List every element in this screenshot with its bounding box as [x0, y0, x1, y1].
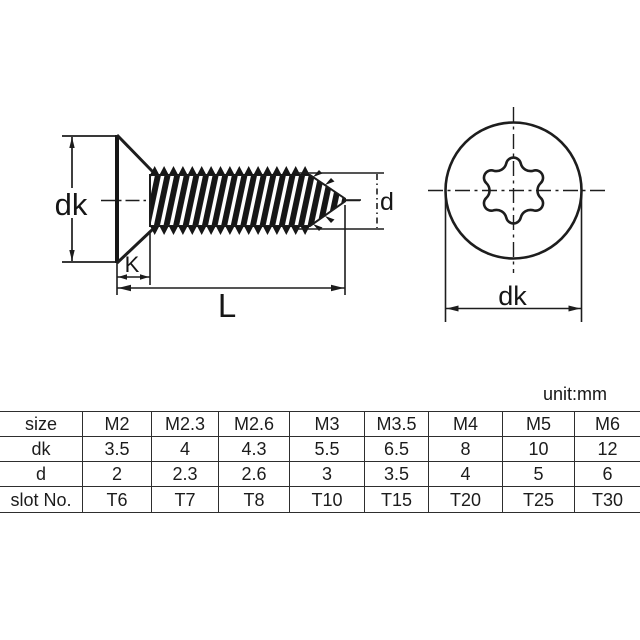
row-header-size: size [0, 412, 83, 437]
dk-cell: 3.5 [83, 437, 152, 462]
screw-technical-drawing: dk [54, 107, 605, 324]
size-cell: M2.6 [219, 412, 290, 437]
size-cell: M5 [503, 412, 575, 437]
slot-cell: T7 [152, 487, 219, 512]
label-d: d [380, 188, 394, 216]
dk-cell: 10 [503, 437, 575, 462]
size-cell: M2.3 [152, 412, 219, 437]
size-cell: M6 [575, 412, 640, 437]
threaded-shank [149, 166, 361, 235]
thread-crests-bottom [150, 226, 310, 235]
dk-cell: 6.5 [365, 437, 429, 462]
d-cell: 3.5 [365, 462, 429, 487]
dk-cell: 8 [429, 437, 503, 462]
slot-cell: T20 [429, 487, 503, 512]
dimension-K: K [116, 233, 151, 295]
slot-cell: T30 [591, 489, 624, 510]
label-K: K [125, 252, 140, 277]
size-cell: M2 [83, 412, 152, 437]
spec-table: size M2 M2.3 M2.6 M3 M3.5 M4 M5 M6 dk 3.… [0, 411, 640, 513]
torx-recess-outline [482, 156, 545, 225]
d-cell: 2 [83, 462, 152, 487]
dk-cell: 5.5 [290, 437, 365, 462]
dimension-dk-side: dk [54, 135, 117, 263]
d-cell: 3 [290, 462, 365, 487]
d-cell: 6 [575, 462, 640, 487]
size-cell: M3.5 [365, 412, 429, 437]
dimension-d: d [296, 172, 394, 230]
dk-cell: 12 [575, 437, 640, 462]
label-L: L [218, 287, 236, 324]
taper-crest [325, 178, 335, 185]
d-cell: 2.3 [152, 462, 219, 487]
d-cell: 5 [503, 462, 575, 487]
d-cell: 2.6 [219, 462, 290, 487]
countersunk-head [115, 133, 155, 265]
slot-cell: T8 [219, 487, 290, 512]
thread-crests-top [150, 166, 310, 175]
slot-cell: T6 [83, 487, 152, 512]
label-dk-side: dk [55, 187, 88, 222]
slot-cell: T10 [290, 487, 365, 512]
row-header-slot-no: slot No. [0, 487, 83, 512]
size-cell: M4 [429, 412, 503, 437]
dk-cell: 4.3 [219, 437, 290, 462]
taper-crest [325, 216, 335, 223]
slot-cell: T25 [503, 487, 575, 512]
size-cell: M3 [290, 412, 365, 437]
dimension-L: L [117, 205, 346, 324]
taper-crest [313, 224, 323, 231]
dk-cell: 4 [152, 437, 219, 462]
label-dk-top: dk [498, 281, 527, 311]
row-header-d: d [0, 462, 83, 487]
screw-top-view: dk [428, 107, 605, 322]
thread-hatching [149, 174, 346, 227]
head-outline-circle [444, 121, 583, 260]
dimension-dk-top: dk [444, 194, 583, 322]
screw-side-view: dk [54, 133, 394, 324]
d-cell: 4 [429, 462, 503, 487]
slot-cell: T15 [365, 487, 429, 512]
row-header-dk: dk [0, 437, 83, 462]
unit-note: unit:mm [543, 384, 608, 404]
